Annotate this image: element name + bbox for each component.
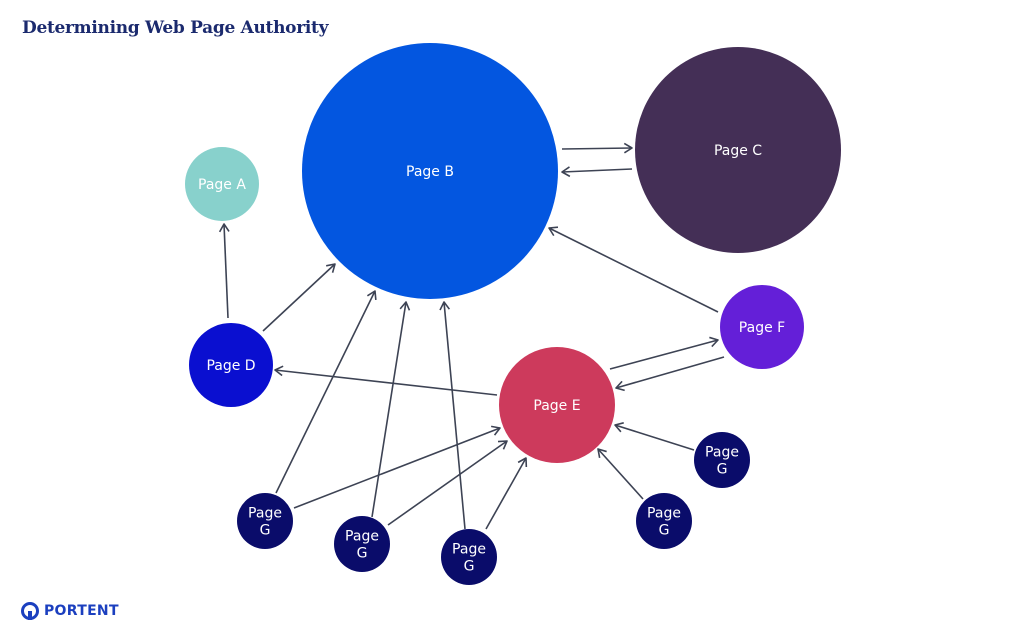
link-page-g-1-to-page-e — [293, 425, 501, 509]
link-page-g-4-to-page-e — [597, 448, 644, 500]
link-page-b-to-page-c — [561, 142, 633, 154]
brand-name: PORTENT — [44, 603, 119, 619]
link-page-f-to-page-e — [615, 356, 725, 392]
node-label: Page — [647, 506, 681, 522]
node-circle — [185, 147, 259, 221]
link-page-f-to-page-b — [548, 226, 719, 313]
node-label: Page — [452, 542, 486, 558]
link-page-g-2-to-page-e — [387, 440, 508, 526]
page-title: Determining Web Page Authority — [22, 18, 329, 38]
node-label: Page — [345, 529, 379, 545]
link-page-e-to-page-f — [609, 336, 719, 370]
node-page-e: Page E — [499, 347, 615, 463]
node-label: Page D — [206, 358, 255, 374]
node-circle — [635, 47, 841, 253]
node-label: Page — [705, 445, 739, 461]
link-page-c-to-page-b — [561, 166, 633, 178]
node-circle — [189, 323, 273, 407]
link-page-g-2-to-page-b — [371, 301, 411, 518]
node-page-b: Page B — [302, 43, 558, 299]
node-page-d: Page D — [189, 323, 273, 407]
node-circle — [334, 516, 390, 572]
brand-logo: PORTENT — [20, 600, 119, 622]
node-label: Page A — [198, 177, 246, 193]
node-circle — [237, 493, 293, 549]
portent-logo-icon — [21, 602, 39, 620]
node-page-c: Page C — [635, 47, 841, 253]
link-page-e-to-page-d — [274, 365, 498, 396]
node-circle — [694, 432, 750, 488]
node-label: G — [717, 462, 728, 478]
link-page-d-to-page-b — [262, 263, 336, 332]
link-page-g-5-to-page-e — [614, 422, 695, 451]
node-circle — [441, 529, 497, 585]
node-label: Page F — [739, 320, 785, 336]
link-page-g-1-to-page-b — [275, 290, 377, 494]
node-page-f: Page F — [720, 285, 804, 369]
node-label: Page E — [533, 398, 580, 414]
node-label: G — [260, 523, 271, 539]
link-page-g-3-to-page-b — [439, 301, 466, 530]
node-label: Page — [248, 506, 282, 522]
node-circle — [302, 43, 558, 299]
node-label: G — [357, 546, 368, 562]
link-page-d-to-page-a — [218, 223, 230, 319]
node-label: G — [659, 523, 670, 539]
node-label: Page C — [714, 143, 762, 159]
node-page-a: Page A — [185, 147, 259, 221]
link-page-g-3-to-page-e — [485, 457, 528, 530]
node-label: G — [464, 559, 475, 575]
node-circle — [499, 347, 615, 463]
node-circle — [636, 493, 692, 549]
node-circle — [720, 285, 804, 369]
node-label: Page B — [406, 164, 454, 180]
